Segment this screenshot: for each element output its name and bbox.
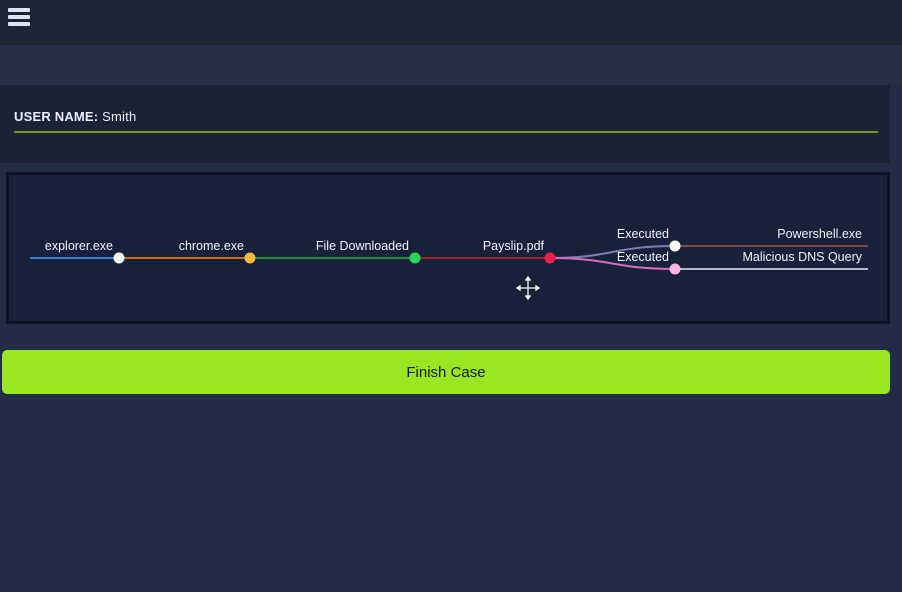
move-cursor-icon [514, 274, 542, 302]
graph-node-executed[interactable] [669, 240, 681, 252]
graph-label-layer: explorer.exe chrome.exe File Downloaded Pay… [45, 227, 863, 264]
graph-label-powershell-exe: Powershell.exe [777, 227, 862, 241]
graph-label-executed: Executed [617, 227, 669, 241]
header-band [0, 45, 902, 85]
graph-label-chrome-exe: chrome.exe [179, 239, 244, 253]
graph-node-explorer-exe[interactable] [113, 252, 125, 264]
user-name-label: USER NAME: [14, 109, 99, 124]
finish-case-button[interactable]: Finish Case [2, 350, 890, 394]
user-name-value: Smith [102, 109, 137, 124]
hamburger-bar-2 [8, 15, 30, 19]
graph-node-payslip-pdf[interactable] [544, 252, 556, 264]
top-bar [0, 0, 902, 45]
hamburger-bar-3 [8, 22, 30, 26]
graph-label-payslip-pdf: Payslip.pdf [483, 239, 545, 253]
hamburger-menu-icon[interactable] [8, 8, 30, 26]
graph-label-explorer-exe: explorer.exe [45, 239, 113, 253]
graph-node-file-downloaded[interactable] [409, 252, 421, 264]
graph-edge-layer [30, 245, 868, 270]
hamburger-bar-1 [8, 8, 30, 12]
attack-chain-graph-panel[interactable]: explorer.exe chrome.exe File Downloaded Pay… [6, 172, 890, 324]
graph-label-file-downloaded: File Downloaded [316, 239, 409, 253]
user-name-card: USER NAME: Smith [0, 85, 890, 163]
edge-payslip-to-executed-bottom [549, 257, 676, 270]
graph-label-malicious-dns-query: Malicious DNS Query [743, 250, 863, 264]
graph-node-layer [113, 240, 681, 275]
user-name-line: USER NAME: Smith [14, 109, 136, 124]
graph-label-executed: Executed [617, 250, 669, 264]
user-name-underline [14, 131, 878, 133]
graph-node-chrome-exe[interactable] [244, 252, 256, 264]
graph-node-executed[interactable] [669, 263, 681, 275]
attack-chain-graph[interactable]: explorer.exe chrome.exe File Downloaded Pay… [9, 175, 887, 321]
